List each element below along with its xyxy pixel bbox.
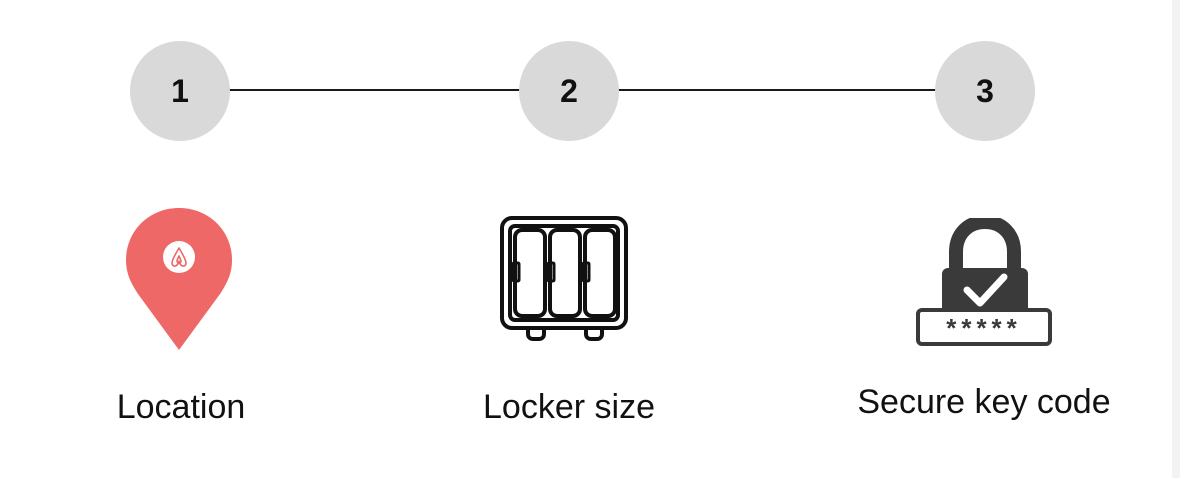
step-3-circle: 3 [935,41,1035,141]
step-1-circle: 1 [130,41,230,141]
step-1-label: Location [116,388,246,426]
right-edge-strip [1172,0,1180,478]
location-pin-icon [124,206,234,352]
connector-line-1-2 [228,89,520,91]
locker-icon [498,214,632,344]
padlock-key-code-icon: ***** [912,214,1056,350]
key-code-mask: ***** [946,313,1022,343]
step-3-label: Secure key code [857,383,1111,421]
step-2-label: Locker size [483,388,655,426]
step-2-circle: 2 [519,41,619,141]
connector-line-2-3 [616,89,938,91]
